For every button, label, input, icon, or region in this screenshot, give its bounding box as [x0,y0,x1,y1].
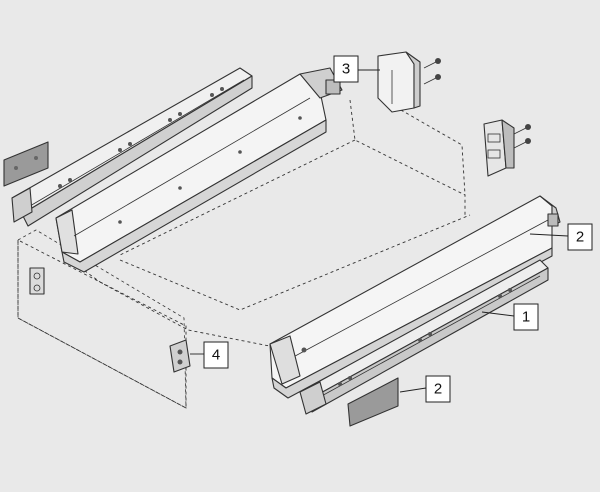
callout-cover-cap: 2 [425,375,451,403]
rear-bracket-right [483,119,515,177]
panel-bracket-right [169,339,191,373]
leader-lines [190,69,569,393]
screw-icons-top [423,58,441,85]
screw-icons-right [513,124,531,149]
front-fixing-bracket [377,51,421,113]
callout-drawer-side: 2 [567,223,593,251]
grey-cover-cap [347,377,399,427]
callout-front-fixing: 3 [333,55,359,83]
callout-label: 2 [434,381,442,398]
callout-runner: 1 [513,303,539,331]
cabinet-side-panel [17,229,187,409]
left-cover-cap [3,141,49,187]
right-drawer-side [269,195,561,399]
panel-bracket-left [29,267,45,295]
callout-label: 3 [342,61,350,78]
callout-rear-bracket: 4 [203,341,229,369]
callout-label: 1 [522,309,530,326]
callout-label: 2 [576,229,584,246]
callout-label: 4 [212,347,220,364]
left-drawer-side [55,67,343,273]
right-runner [299,259,549,415]
left-runner [11,67,253,227]
